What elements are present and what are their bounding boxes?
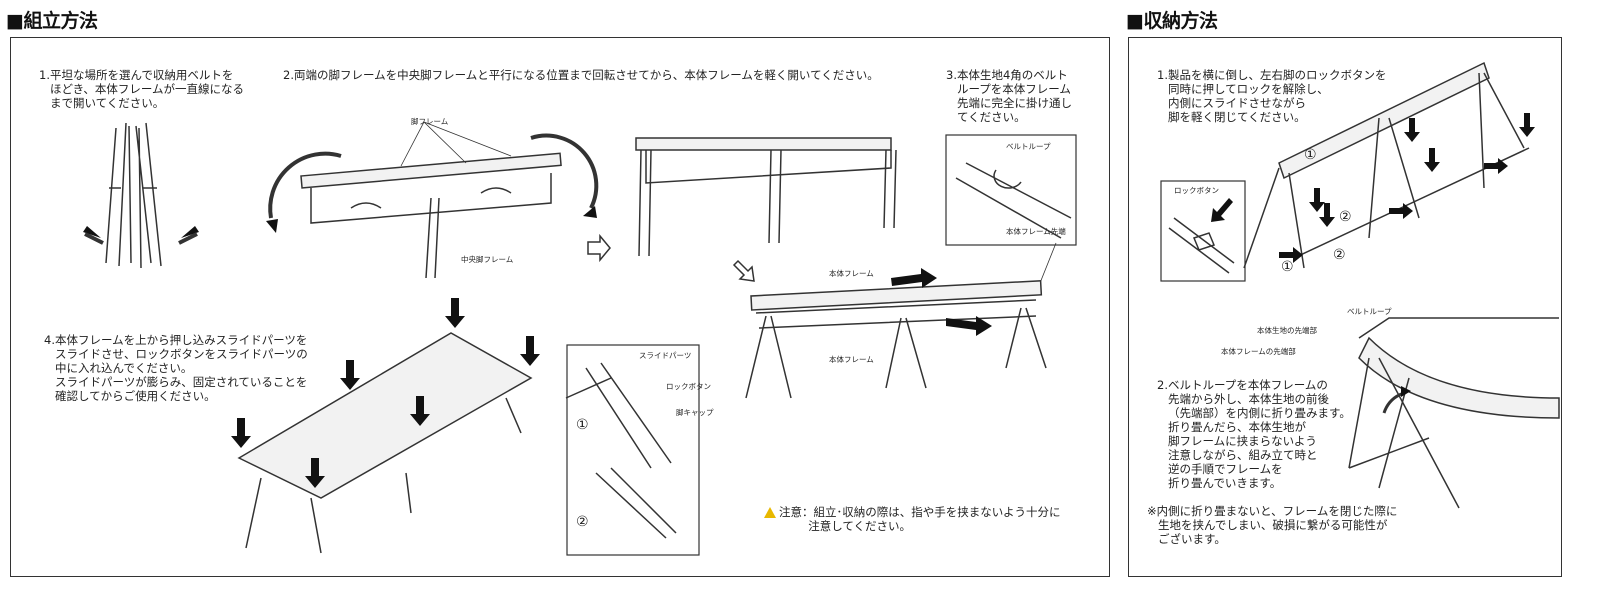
- assembly-step3-text: 3.本体生地4角のベルト ループを本体フレーム 先端に完全に掛け通し てください…: [946, 68, 1072, 124]
- caution-text: 注意：組立･収納の際は、指や手を挟まないよう十分に 注意してください。: [779, 505, 1061, 533]
- label-leg-cap: 脚キャップ: [676, 408, 714, 417]
- folded-cot-illustration: [105, 122, 162, 269]
- label-belt-loop-storage: ベルトループ: [1347, 307, 1392, 316]
- storage-step1-text: 1.製品を横に倒し、左右脚のロックボタンを 同時に押してロックを解除し、 内側に…: [1157, 68, 1387, 124]
- label-main-frame-bottom: 本体フレーム: [829, 355, 874, 364]
- assembly-step2-text: 2.両端の脚フレームを中央脚フレームと平行になる位置まで回転させてから、本体フレ…: [283, 68, 879, 82]
- warning-icon: [764, 507, 776, 518]
- step4-cot-illustration: [231, 298, 540, 554]
- label-slide-parts: スライドパーツ: [639, 351, 692, 360]
- storage-panel: 1.製品を横に倒し、左右脚のロックボタンを 同時に押してロックを解除し、 内側に…: [1128, 37, 1562, 577]
- label-leg-frame: 脚フレーム: [411, 117, 449, 126]
- assembly-step4-text: 4.本体フレームを上から押し込みスライドパーツを スライドさせ、ロックボタンをス…: [44, 333, 308, 403]
- lock-arrow-icon: [1211, 198, 1233, 222]
- storage-step2-text: 2.ベルトループを本体フレームの 先端から外し、本体生地の前後 （先端部）を内側…: [1157, 378, 1351, 490]
- next-arrow-icon: [587, 233, 611, 263]
- spread-arrows: [83, 226, 199, 245]
- assembly-step1-text: 1.平坦な場所を選んで収納用ベルトを ほどき、本体フレームが一直線になる まで開…: [39, 68, 244, 110]
- step3-cot-illustration: [745, 268, 1047, 399]
- direction-arrows: [1279, 113, 1535, 263]
- label-lock-button: ロックボタン: [666, 382, 711, 391]
- storage-illustrations: [1160, 61, 1560, 509]
- circle-1a: ①: [1304, 147, 1317, 163]
- label-center-leg-frame: 中央脚フレーム: [461, 255, 514, 264]
- step1-sideways-cot: [1243, 61, 1535, 269]
- step2-result-illustration: [635, 137, 897, 257]
- label-lock-button-storage: ロックボタン: [1174, 186, 1219, 195]
- next-arrow-icon: [732, 259, 755, 282]
- circle-2a: ②: [1339, 209, 1352, 225]
- circle-2b: ②: [1333, 247, 1346, 263]
- label-frame-tip-storage: 本体フレームの先端部: [1221, 347, 1296, 356]
- label-frame-tip: 本体フレーム先端: [1006, 227, 1066, 236]
- storage-heading: ■収納方法: [1126, 10, 1218, 32]
- assembly-panel: 1.平坦な場所を選んで収納用ベルトを ほどき、本体フレームが一直線になる まで開…: [10, 37, 1110, 577]
- label-fabric-tip: 本体生地の先端部: [1257, 326, 1317, 335]
- step2-cot-illustration: [266, 121, 599, 279]
- step2-fold-illustration: [1348, 317, 1560, 509]
- assembly-illustrations: [83, 121, 1077, 556]
- push-down-arrows: [231, 298, 540, 488]
- assembly-heading: ■組立方法: [6, 10, 98, 32]
- circle-2: ②: [576, 514, 589, 530]
- circle-1: ①: [576, 417, 589, 433]
- circle-1b: ①: [1281, 259, 1294, 275]
- storage-note-text: ※内側に折り畳まないと、フレームを閉じた際に 生地を挟んでしまい、破損に繋がる可…: [1147, 504, 1398, 546]
- label-main-frame-top: 本体フレーム: [829, 269, 874, 278]
- label-belt-loop: ベルトループ: [1006, 142, 1051, 151]
